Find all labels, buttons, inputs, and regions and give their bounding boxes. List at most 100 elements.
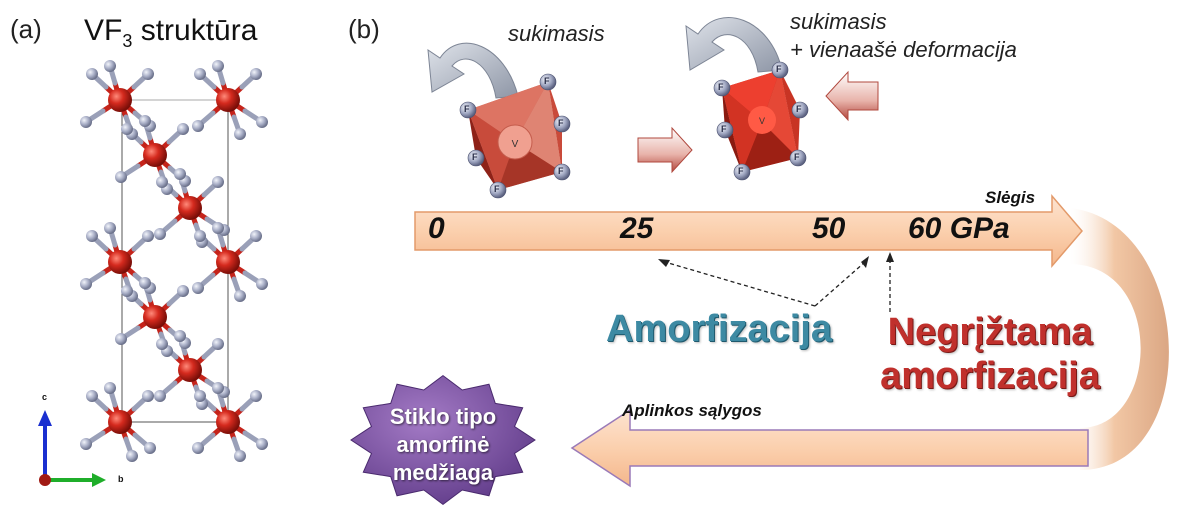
panel-b-label: (b): [348, 14, 380, 44]
fluorine-label: F: [776, 64, 782, 74]
octahedron-1: V: [468, 82, 562, 190]
fluorine-atom: [250, 230, 262, 242]
fluorine-label: F: [558, 118, 564, 128]
product-line-2: amorfinė: [396, 432, 490, 457]
fluorine-atom: [174, 330, 186, 342]
fluorine-atom: [250, 68, 262, 80]
fluorine-ball: [716, 121, 734, 139]
fluorine-atom: [256, 438, 268, 450]
vanadium-atom: [216, 88, 240, 112]
ambient-conditions-label: Aplinkos sąlygos: [622, 401, 762, 420]
fluorine-atom: [86, 390, 98, 402]
irreversible-amorfizacija-label: Negrįžtama amorfizacija: [860, 310, 1120, 398]
vanadium-atom: [108, 88, 132, 112]
fluorine-atom: [154, 228, 166, 240]
fluorine-ball: [539, 73, 557, 91]
fluorine-atom: [86, 230, 98, 242]
fluorine-atom: [104, 222, 116, 234]
fluorine-atom: [80, 438, 92, 450]
fluorine-ball: [459, 101, 477, 119]
product-label: Stiklo tipo amorfinė medžiaga: [372, 403, 514, 487]
fluorine-atom: [156, 338, 168, 350]
fluorine-label: F: [558, 166, 564, 176]
fluorine-label: F: [494, 184, 500, 194]
fluorine-atom: [104, 60, 116, 72]
vf3-crystal-structure: [38, 60, 268, 487]
panel-a-label: (a): [10, 14, 42, 44]
fluorine-label: F: [472, 152, 478, 162]
fluorine-atom: [194, 390, 206, 402]
fluorine-ball: [489, 181, 507, 199]
fluorine-atom: [142, 390, 154, 402]
rotation-arrow-1: [427, 42, 519, 99]
fluorine-atom: [126, 450, 138, 462]
fluorine-atom: [177, 285, 189, 297]
vanadium-atom: [216, 410, 240, 434]
fluorine-atom: [234, 128, 246, 140]
fluorine-atom: [256, 278, 268, 290]
vanadium-atom: [178, 358, 202, 382]
vanadium-atom: [108, 250, 132, 274]
fluorine-ball: [553, 163, 571, 181]
transition-arrow: [637, 126, 693, 174]
vanadium-atom: [143, 143, 167, 167]
fluorine-atom: [174, 168, 186, 180]
fluorine-atom: [212, 338, 224, 350]
fluorine-atom: [212, 222, 224, 234]
fluorine-atom: [86, 68, 98, 80]
fluorine-atom: [212, 60, 224, 72]
axis-c-label: c: [42, 392, 48, 402]
axis-indicator: [38, 410, 106, 487]
fluorine-atom: [234, 450, 246, 462]
fluorine-ball: [733, 163, 751, 181]
fluorine-atom: [250, 390, 262, 402]
fluorine-ball: [771, 61, 789, 79]
tick-25: 25: [620, 212, 654, 245]
fluorine-atom: [156, 176, 168, 188]
panel-b-graphics: V V: [350, 17, 1169, 506]
fluorine-atom: [192, 282, 204, 294]
fluorine-atom: [121, 123, 133, 135]
rotation-deformation-label-line2: + vienaašė deformacija: [790, 37, 1017, 62]
fluorine-atom: [212, 176, 224, 188]
fluorine-atom: [80, 278, 92, 290]
octahedron-2: V: [722, 70, 800, 172]
fluorine-label: F: [738, 166, 744, 176]
fluorine-atom: [194, 230, 206, 242]
fluorine-atom: [115, 333, 127, 345]
fluorine-label: F: [794, 152, 800, 162]
product-star: [350, 374, 536, 506]
fluorine-label: F: [464, 104, 470, 114]
vanadium-atom: [178, 196, 202, 220]
fluorine-ball: [553, 115, 571, 133]
tick-60gpa: 60 GPa: [908, 212, 1010, 245]
vanadium-atom: [108, 410, 132, 434]
product-line-1: Stiklo tipo: [389, 404, 497, 429]
fluorine-atom: [256, 116, 268, 128]
svg-text:V: V: [512, 139, 519, 150]
fluorine-ball: [789, 149, 807, 167]
fluorine-atom: [144, 442, 156, 454]
fluorine-atom: [80, 116, 92, 128]
fluorine-label: F: [796, 104, 802, 114]
tick-0: 0: [428, 212, 445, 245]
rotation-label: sukimasis: [508, 21, 605, 46]
return-curve-arrow: [1070, 208, 1169, 470]
tick-50: 50: [812, 212, 846, 245]
fluorine-atom: [234, 290, 246, 302]
pressure-arrow: [414, 193, 1083, 269]
rotation-arrow-2: [685, 17, 783, 73]
fluorine-label: F: [544, 76, 550, 86]
fluorine-label: F: [721, 124, 727, 134]
fluorine-atom: [142, 68, 154, 80]
vanadium-atom: [216, 250, 240, 274]
fluorine-ball: [467, 149, 485, 167]
ambient-arrow: [570, 408, 1089, 488]
svg-text:V: V: [759, 116, 765, 126]
fluorine-atom: [115, 171, 127, 183]
fluorine-label: F: [718, 82, 724, 92]
amorfizacija-pointers: [664, 260, 891, 312]
fluorine-ball: [713, 79, 731, 97]
fluorine-atom: [177, 123, 189, 135]
fluorine-atom: [192, 442, 204, 454]
